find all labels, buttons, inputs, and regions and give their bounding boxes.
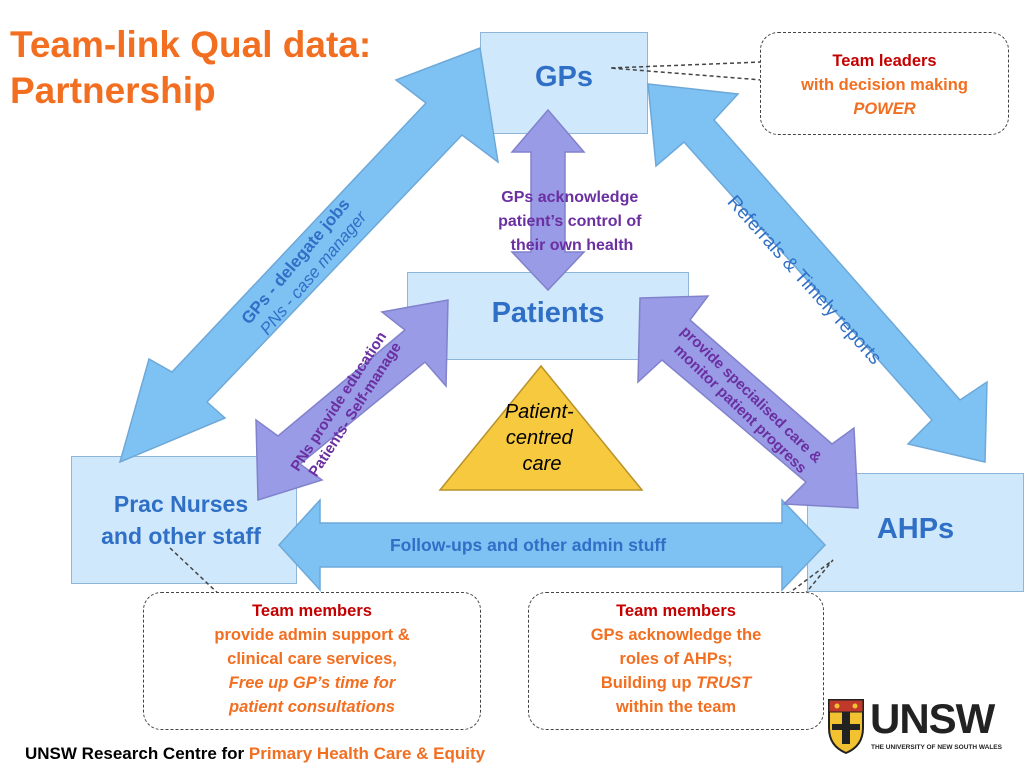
callout-leaders-line-1: with decision making bbox=[801, 76, 968, 94]
callout-members-right-line-3: Building up TRUST bbox=[600, 674, 752, 692]
callout-team-members-left: Team members provide admin support & cli… bbox=[143, 592, 481, 730]
callout-members-right-line-1: GPs acknowledge the bbox=[590, 626, 762, 644]
callout-members-left-heading: Team members bbox=[252, 602, 372, 620]
nurses-ahps-label: Follow-ups and other admin stuff bbox=[390, 535, 666, 555]
node-gps-label: GPs bbox=[534, 60, 594, 93]
callout-members-left-line-4: patient consultations bbox=[229, 698, 395, 716]
crest-icon bbox=[828, 699, 864, 754]
unsw-logo: UNSW THE UNIVERSITY OF NEW SOUTH WALES bbox=[826, 695, 1020, 760]
callout-members-right-heading: Team members bbox=[616, 602, 736, 620]
unsw-subtitle: THE UNIVERSITY OF NEW SOUTH WALES bbox=[871, 744, 1002, 751]
patient-centred-label: Patient- centred care bbox=[505, 401, 580, 475]
arrow-nurses-patients bbox=[255, 299, 449, 502]
gps-ahps-label: Referrals & Timely reports bbox=[723, 192, 886, 369]
callout-team-leaders: Team leaders with decision making POWER bbox=[760, 32, 1009, 135]
gps-patients-label: GPs acknowledge patient’s control of the… bbox=[498, 189, 646, 254]
callout-leaders-heading: Team leaders bbox=[832, 52, 937, 70]
callout-team-members-right: Team members GPs acknowledge the roles o… bbox=[528, 592, 824, 730]
title-line-2: Partnership bbox=[10, 70, 216, 111]
ahps-patients-label: provide specialised care & monitor patie… bbox=[665, 323, 828, 483]
unsw-wordmark: UNSW bbox=[870, 695, 995, 742]
callout-members-right-line-2: roles of AHPs; bbox=[619, 650, 733, 668]
page-title: Team-link Qual data: Partnership bbox=[10, 22, 371, 114]
callout-members-left-line-1: provide admin support & bbox=[214, 626, 410, 644]
footer-highlight: Primary Health Care & Equity bbox=[248, 744, 486, 763]
node-nurses-line-1: Prac Nurses bbox=[113, 491, 249, 517]
callout-members-right-line-4: within the team bbox=[615, 698, 737, 716]
leaders-pointer bbox=[609, 61, 763, 81]
callout-members-left-line-3: Free up GP’s time for bbox=[228, 674, 396, 692]
arrow-gps-patients bbox=[510, 108, 586, 292]
arrow-ahps-patients bbox=[637, 295, 859, 509]
patient-centred-triangle bbox=[438, 364, 644, 491]
node-ahps-label: AHPs bbox=[876, 513, 955, 545]
footer-prefix: UNSW Research Centre for bbox=[25, 744, 249, 763]
arrow-gps-nurses bbox=[118, 46, 500, 464]
arrow-gps-ahps bbox=[647, 83, 988, 463]
node-patients-label: Patients bbox=[491, 296, 605, 329]
nurses-patients-label: PNs provide education Patients- Self-man… bbox=[288, 325, 408, 484]
title-line-1: Team-link Qual data: bbox=[10, 24, 372, 65]
callout-members-left-line-2: clinical care services, bbox=[227, 650, 397, 668]
node-nurses-line-2: and other staff bbox=[101, 523, 261, 549]
members-right-pointer bbox=[779, 559, 834, 601]
arrow-nurses-ahps bbox=[277, 498, 827, 592]
footer-credit: UNSW Research Centre for Primary Health … bbox=[25, 744, 485, 764]
callout-leaders-line-2: POWER bbox=[853, 100, 916, 118]
